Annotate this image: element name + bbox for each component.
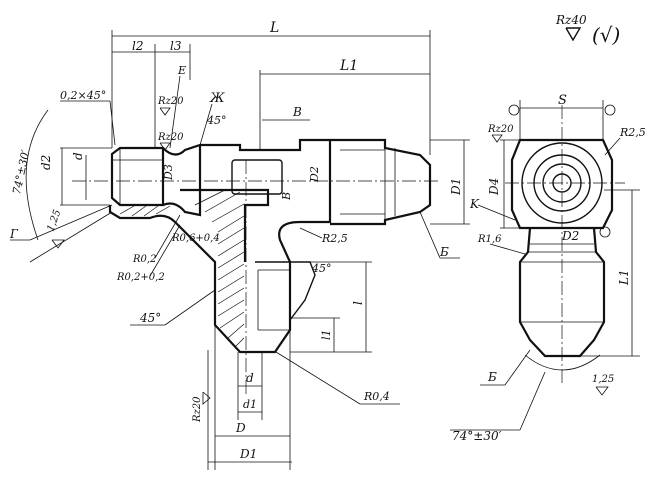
angle-45-mid: 45°	[311, 262, 332, 275]
label-R02-tol: R0,2+0,2	[116, 272, 165, 283]
rz20-bottom: Rz20	[192, 396, 203, 423]
section-outline	[108, 205, 292, 354]
side-dim-L1: L1	[617, 269, 631, 286]
side-angle-74: 74°±30′	[452, 429, 502, 443]
dim-E: E	[177, 64, 186, 77]
label-K: K	[469, 197, 480, 211]
dim-D4: D4	[487, 178, 501, 196]
roughness-mark-icon	[565, 27, 582, 42]
right-nipple	[330, 138, 432, 226]
dim-d1-bottom: d1	[243, 398, 257, 411]
window-slot	[231, 159, 283, 195]
dim-S: S	[558, 93, 567, 108]
dim-D1: D1	[449, 178, 463, 196]
main-view	[72, 138, 440, 395]
dim-D-bottom: D	[235, 421, 246, 435]
dim-d: d	[71, 152, 85, 160]
label-B-section: Б	[439, 245, 449, 259]
body-outline	[200, 138, 332, 263]
side-rz20: Rz20	[487, 124, 514, 135]
dim-d-bottom: d	[246, 371, 254, 385]
dim-d2: d2	[39, 155, 53, 170]
angle-45-top: 45°	[206, 114, 227, 127]
roughness-other-label: (√)	[592, 23, 620, 47]
dim-D3: D3	[162, 164, 175, 181]
label-Zh: Ж	[209, 91, 225, 106]
roughness-header: Rz40 (√)	[555, 13, 620, 47]
dim-l: l	[351, 301, 365, 305]
rz20-upper: Rz20	[157, 96, 184, 107]
dim-B-vertical: B	[280, 192, 293, 201]
side-dim-D2: D2	[561, 229, 579, 243]
angle-74-left: 74°±30′	[10, 148, 32, 195]
dim-B: B	[292, 105, 302, 119]
label-R25: R2,5	[321, 232, 348, 245]
dim-l2: l2	[132, 39, 143, 53]
side-stem	[518, 227, 606, 358]
dim-l3: l3	[170, 39, 182, 53]
label-R06: R0,6+0,4	[171, 233, 220, 244]
dimensions-side: S Rz20 R2,5 D4 K R1,6 D2 L1 Б 1,25 74°±3…	[450, 93, 646, 443]
bore-circle	[552, 173, 572, 193]
dim-L1: L1	[339, 58, 358, 74]
neck-groove	[162, 143, 202, 217]
dim-D1-bottom: D1	[239, 447, 257, 461]
side-rz125: 1,25	[592, 374, 614, 385]
side-label-B: Б	[487, 370, 497, 384]
hex-body	[510, 138, 614, 230]
roughness-general-label: Rz40	[555, 13, 587, 27]
side-view	[505, 105, 625, 385]
bottom-nipple	[255, 261, 316, 331]
dim-L: L	[269, 20, 279, 36]
rz20-lower: Rz20	[157, 132, 184, 143]
dimensions-main: L l2 l3 L1 E 0,2×45° Rz20 Rz20 Ж 45° B d…	[9, 20, 470, 470]
inner-bore	[180, 188, 270, 262]
angle-45-left: 45°	[139, 311, 161, 325]
label-R04: R0,4	[363, 390, 390, 403]
dim-D2: D2	[308, 166, 321, 183]
dim-l1: l1	[320, 329, 333, 340]
outer-circle	[521, 142, 603, 224]
side-R16: R1,6	[477, 234, 502, 245]
section-hatching	[119, 189, 245, 347]
label-G: Г	[9, 227, 19, 241]
side-R25: R2,5	[619, 126, 646, 139]
label-R02: R0,2	[132, 254, 156, 265]
dim-chamfer: 0,2×45°	[60, 89, 106, 102]
